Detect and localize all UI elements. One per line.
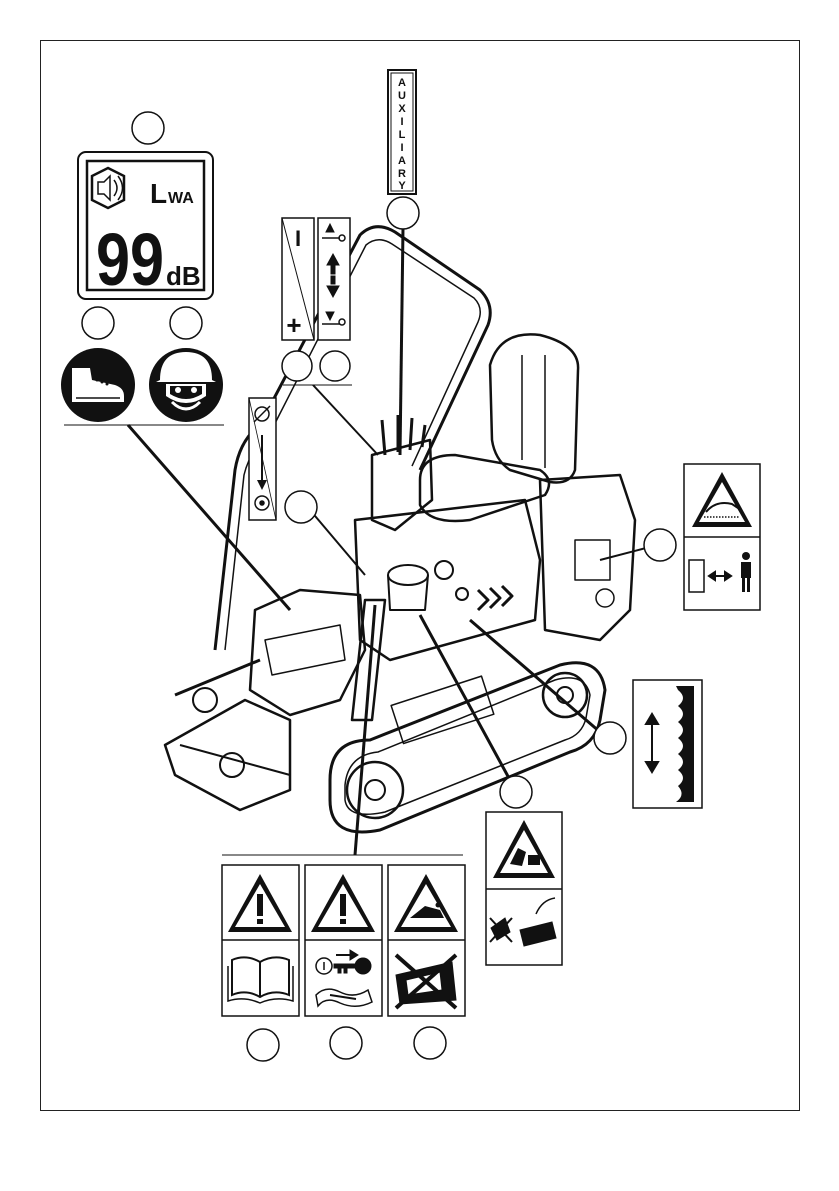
aux-letter-2: X (398, 103, 406, 115)
engine-cover (540, 475, 635, 640)
lwa-suffix: WA (168, 190, 194, 207)
body-chevron-1 (478, 590, 488, 610)
lever-4 (422, 425, 425, 447)
aux-letter-0: A (398, 77, 406, 89)
aux-letter-4: L (399, 129, 406, 141)
seat-back (490, 334, 578, 482)
callout-warning-manual (247, 1029, 279, 1061)
leader-auxiliary (400, 228, 403, 455)
lwa-prefix: L (150, 178, 167, 209)
throttle-marker-top: I (295, 226, 301, 251)
callout-noise (132, 112, 164, 144)
engine-grille (575, 540, 610, 580)
hitch-bar (180, 745, 290, 775)
ignition-switch (456, 588, 468, 600)
callout-warning-rollover (414, 1027, 446, 1059)
hydraulic-knob (435, 561, 453, 579)
aux-letter-8: Y (398, 180, 406, 192)
callout-auxiliary (387, 197, 419, 229)
body-chevron-3 (502, 586, 512, 606)
noise-unit: dB (166, 261, 201, 291)
column-top (388, 565, 428, 585)
lever-3 (410, 418, 412, 450)
track-wheel-rear (543, 673, 587, 717)
throttle-sign: I + (282, 218, 314, 340)
warning-sign-manual (222, 865, 299, 1016)
leader-hot-surface (600, 548, 646, 560)
pto-shaft (193, 688, 217, 712)
lift-control-sign (318, 218, 350, 340)
front-hitch (165, 700, 290, 810)
callout-track (594, 722, 626, 754)
entanglement-sign (486, 812, 562, 965)
pto-clutch-sign (249, 398, 276, 520)
auxiliary-label: A U X I L I A R Y (388, 70, 416, 194)
track-wheel-front-hub (365, 780, 385, 800)
hot-surface-sign (684, 464, 760, 610)
throttle-marker-bottom: + (286, 310, 301, 340)
aux-letter-5: I (400, 142, 403, 154)
helmet-visor-icon (149, 348, 223, 422)
safety-boots-icon (61, 348, 135, 422)
callout-boots (82, 307, 114, 339)
noise-level-sign: L WA 99 dB (78, 152, 213, 301)
aux-letter-3: I (400, 116, 403, 128)
engine-cap (596, 589, 614, 607)
callout-hydraulic-left (282, 351, 312, 381)
callout-hydraulic-right (320, 351, 350, 381)
pto-rod (175, 660, 260, 695)
track-outline (330, 663, 605, 832)
lever-1 (382, 420, 385, 455)
track-wheel-front (347, 762, 403, 818)
body-chevron-2 (490, 588, 500, 608)
leader-hydraulic (313, 385, 378, 455)
aux-letter-7: R (398, 168, 406, 180)
aux-letter-1: U (398, 90, 406, 102)
callout-clutch (285, 491, 317, 523)
track-sign (633, 680, 702, 808)
column-sleeve (388, 575, 428, 610)
callout-hot-surface (644, 529, 676, 561)
machine-drawing (165, 227, 635, 832)
callout-helmet (170, 307, 202, 339)
callout-entanglement (500, 776, 532, 808)
noise-value: 99 (96, 218, 164, 301)
warning-sign-key (305, 865, 382, 1016)
warning-sign-rollover (388, 865, 465, 1016)
callout-warning-key (330, 1027, 362, 1059)
hood-panel (265, 625, 345, 675)
aux-letter-6: A (398, 155, 406, 167)
